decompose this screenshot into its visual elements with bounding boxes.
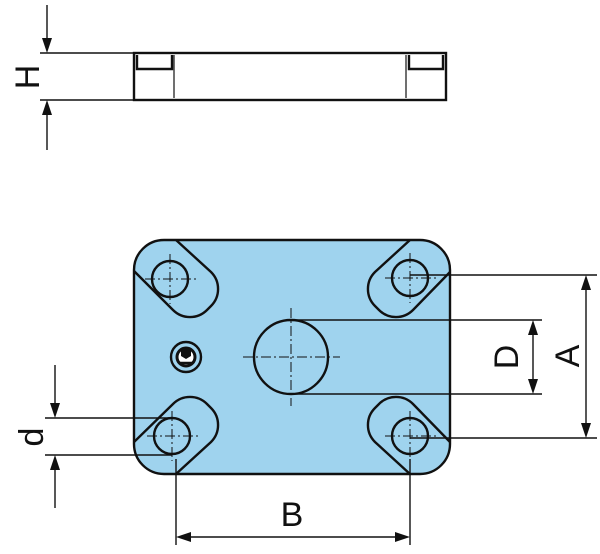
counterbore-slots <box>134 240 450 474</box>
slot-bottom-right <box>366 395 450 474</box>
side-view-right-pocket <box>407 55 445 71</box>
label-h: H <box>9 65 47 90</box>
dimension-b: B <box>175 459 411 545</box>
slot-top-right <box>366 240 450 319</box>
label-d-large: D <box>488 345 526 370</box>
slot-bottom-left <box>134 395 220 474</box>
dimension-a: A <box>410 274 597 439</box>
dimension-d-large: D <box>292 319 542 395</box>
slot-top-left <box>134 240 220 319</box>
lube-screw-icon <box>169 340 203 374</box>
label-b: B <box>281 496 304 534</box>
side-view-left-pocket <box>135 55 174 71</box>
dimension-h: H <box>9 5 134 150</box>
side-view-plate <box>132 51 448 102</box>
label-a: A <box>549 344 587 367</box>
dimension-d-small: d <box>13 365 172 508</box>
top-view <box>132 238 452 476</box>
label-d-small: d <box>13 428 51 447</box>
side-view <box>132 51 448 102</box>
